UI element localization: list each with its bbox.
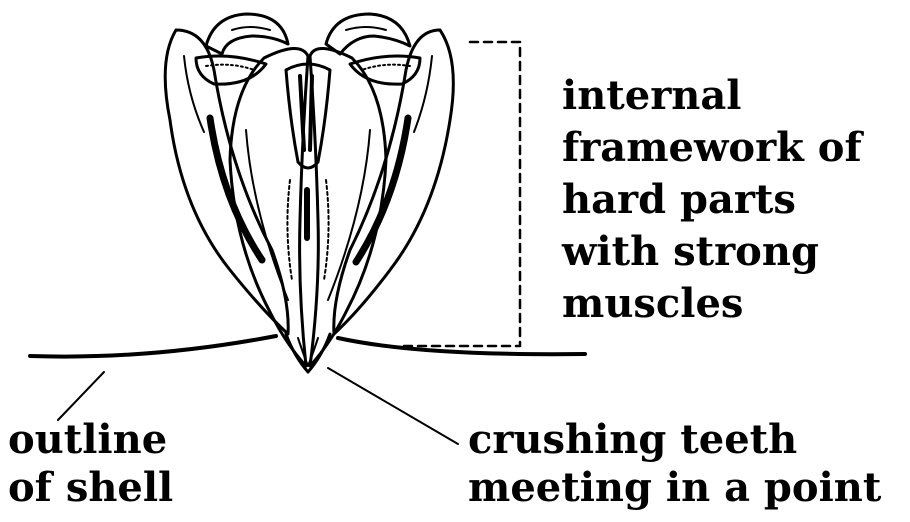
top-right-arch	[326, 14, 410, 54]
framework-label-line: muscles	[562, 284, 862, 336]
left-pyramid	[230, 48, 308, 366]
shell-label-line: outline	[8, 420, 173, 468]
teeth-label-line: meeting in a point	[468, 468, 881, 516]
tooth-groove	[286, 64, 330, 168]
shell-label-line: of shell	[8, 468, 173, 516]
framework-label-line: hard parts	[562, 180, 862, 232]
shell-pointer	[58, 372, 104, 420]
framework-label-line: framework of	[562, 128, 862, 180]
shell-label: outline of shell	[8, 420, 173, 516]
framework-label: internal framework of hard parts with st…	[562, 76, 862, 336]
framework-label-line: with strong	[562, 232, 862, 284]
top-left-arch	[206, 14, 288, 54]
shell-outline	[30, 336, 276, 357]
framework-label-line: internal	[562, 76, 862, 128]
framework-bracket	[404, 42, 520, 346]
teeth-label: crushing teeth meeting in a point	[468, 420, 881, 516]
teeth-pointer	[328, 368, 458, 444]
teeth-label-line: crushing teeth	[468, 420, 881, 468]
